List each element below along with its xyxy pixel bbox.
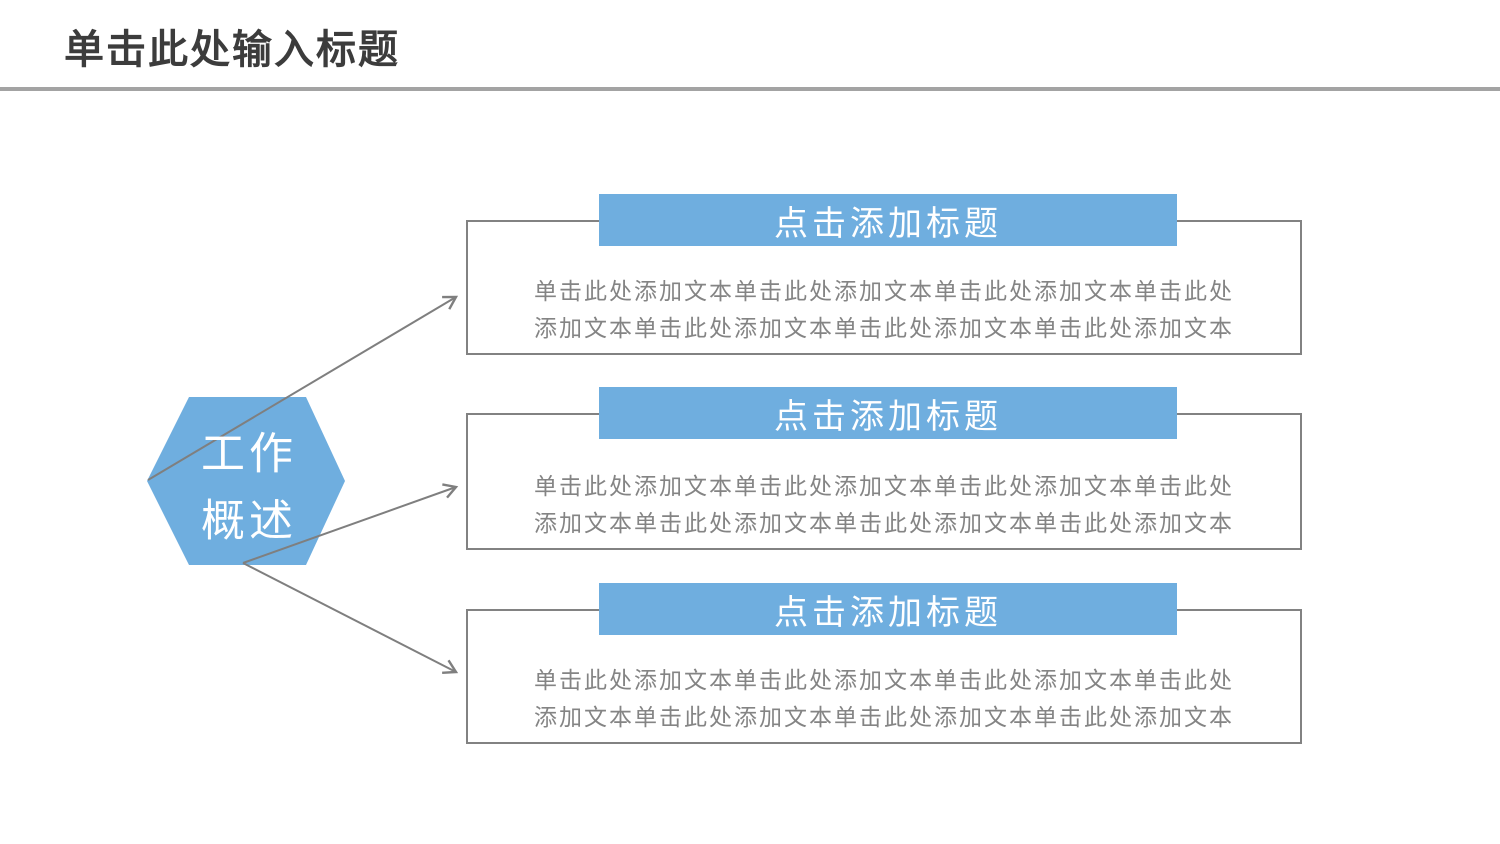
slide-title-placeholder[interactable]: 单击此处输入标题 bbox=[64, 28, 400, 72]
connector-arrow-1 bbox=[147, 295, 459, 481]
title-divider-line bbox=[0, 87, 1500, 91]
box-header-1-title: 点击添加标题 bbox=[774, 204, 1002, 243]
box-body-2: 单击此处添加文本单击此处添加文本单击此处添加文本单击此处 添加文本单击此处添加文… bbox=[468, 415, 1300, 548]
box-body-3: 单击此处添加文本单击此处添加文本单击此处添加文本单击此处 添加文本单击此处添加文… bbox=[468, 611, 1300, 742]
hexagon-label-line-1: 工作 bbox=[201, 430, 297, 479]
box-body-1: 单击此处添加文本单击此处添加文本单击此处添加文本单击此处 添加文本单击此处添加文… bbox=[468, 222, 1300, 353]
box-header-2-title: 点击添加标题 bbox=[774, 397, 1002, 436]
box-2-body-line-2[interactable]: 添加文本单击此处添加文本单击此处添加文本单击此处添加文本 bbox=[534, 510, 1234, 536]
box-3-body-line-1[interactable]: 单击此处添加文本单击此处添加文本单击此处添加文本单击此处 bbox=[534, 667, 1234, 693]
hexagon-shape[interactable] bbox=[147, 397, 345, 565]
connector-arrow-2 bbox=[242, 483, 459, 564]
box-header-3-title: 点击添加标题 bbox=[774, 593, 1002, 632]
box-header-1[interactable]: 点击添加标题 bbox=[599, 194, 1177, 246]
box-header-2[interactable]: 点击添加标题 bbox=[599, 387, 1177, 439]
box-1-body-line-1[interactable]: 单击此处添加文本单击此处添加文本单击此处添加文本单击此处 bbox=[534, 278, 1234, 304]
box-3-body-line-2[interactable]: 添加文本单击此处添加文本单击此处添加文本单击此处添加文本 bbox=[534, 704, 1234, 730]
connector-arrow-3 bbox=[242, 562, 459, 674]
hexagon-label-line-2: 概述 bbox=[201, 497, 297, 546]
box-1-body-line-2[interactable]: 添加文本单击此处添加文本单击此处添加文本单击此处添加文本 bbox=[534, 315, 1234, 341]
box-header-3[interactable]: 点击添加标题 bbox=[599, 583, 1177, 635]
box-2-body-line-1[interactable]: 单击此处添加文本单击此处添加文本单击此处添加文本单击此处 bbox=[534, 473, 1234, 499]
